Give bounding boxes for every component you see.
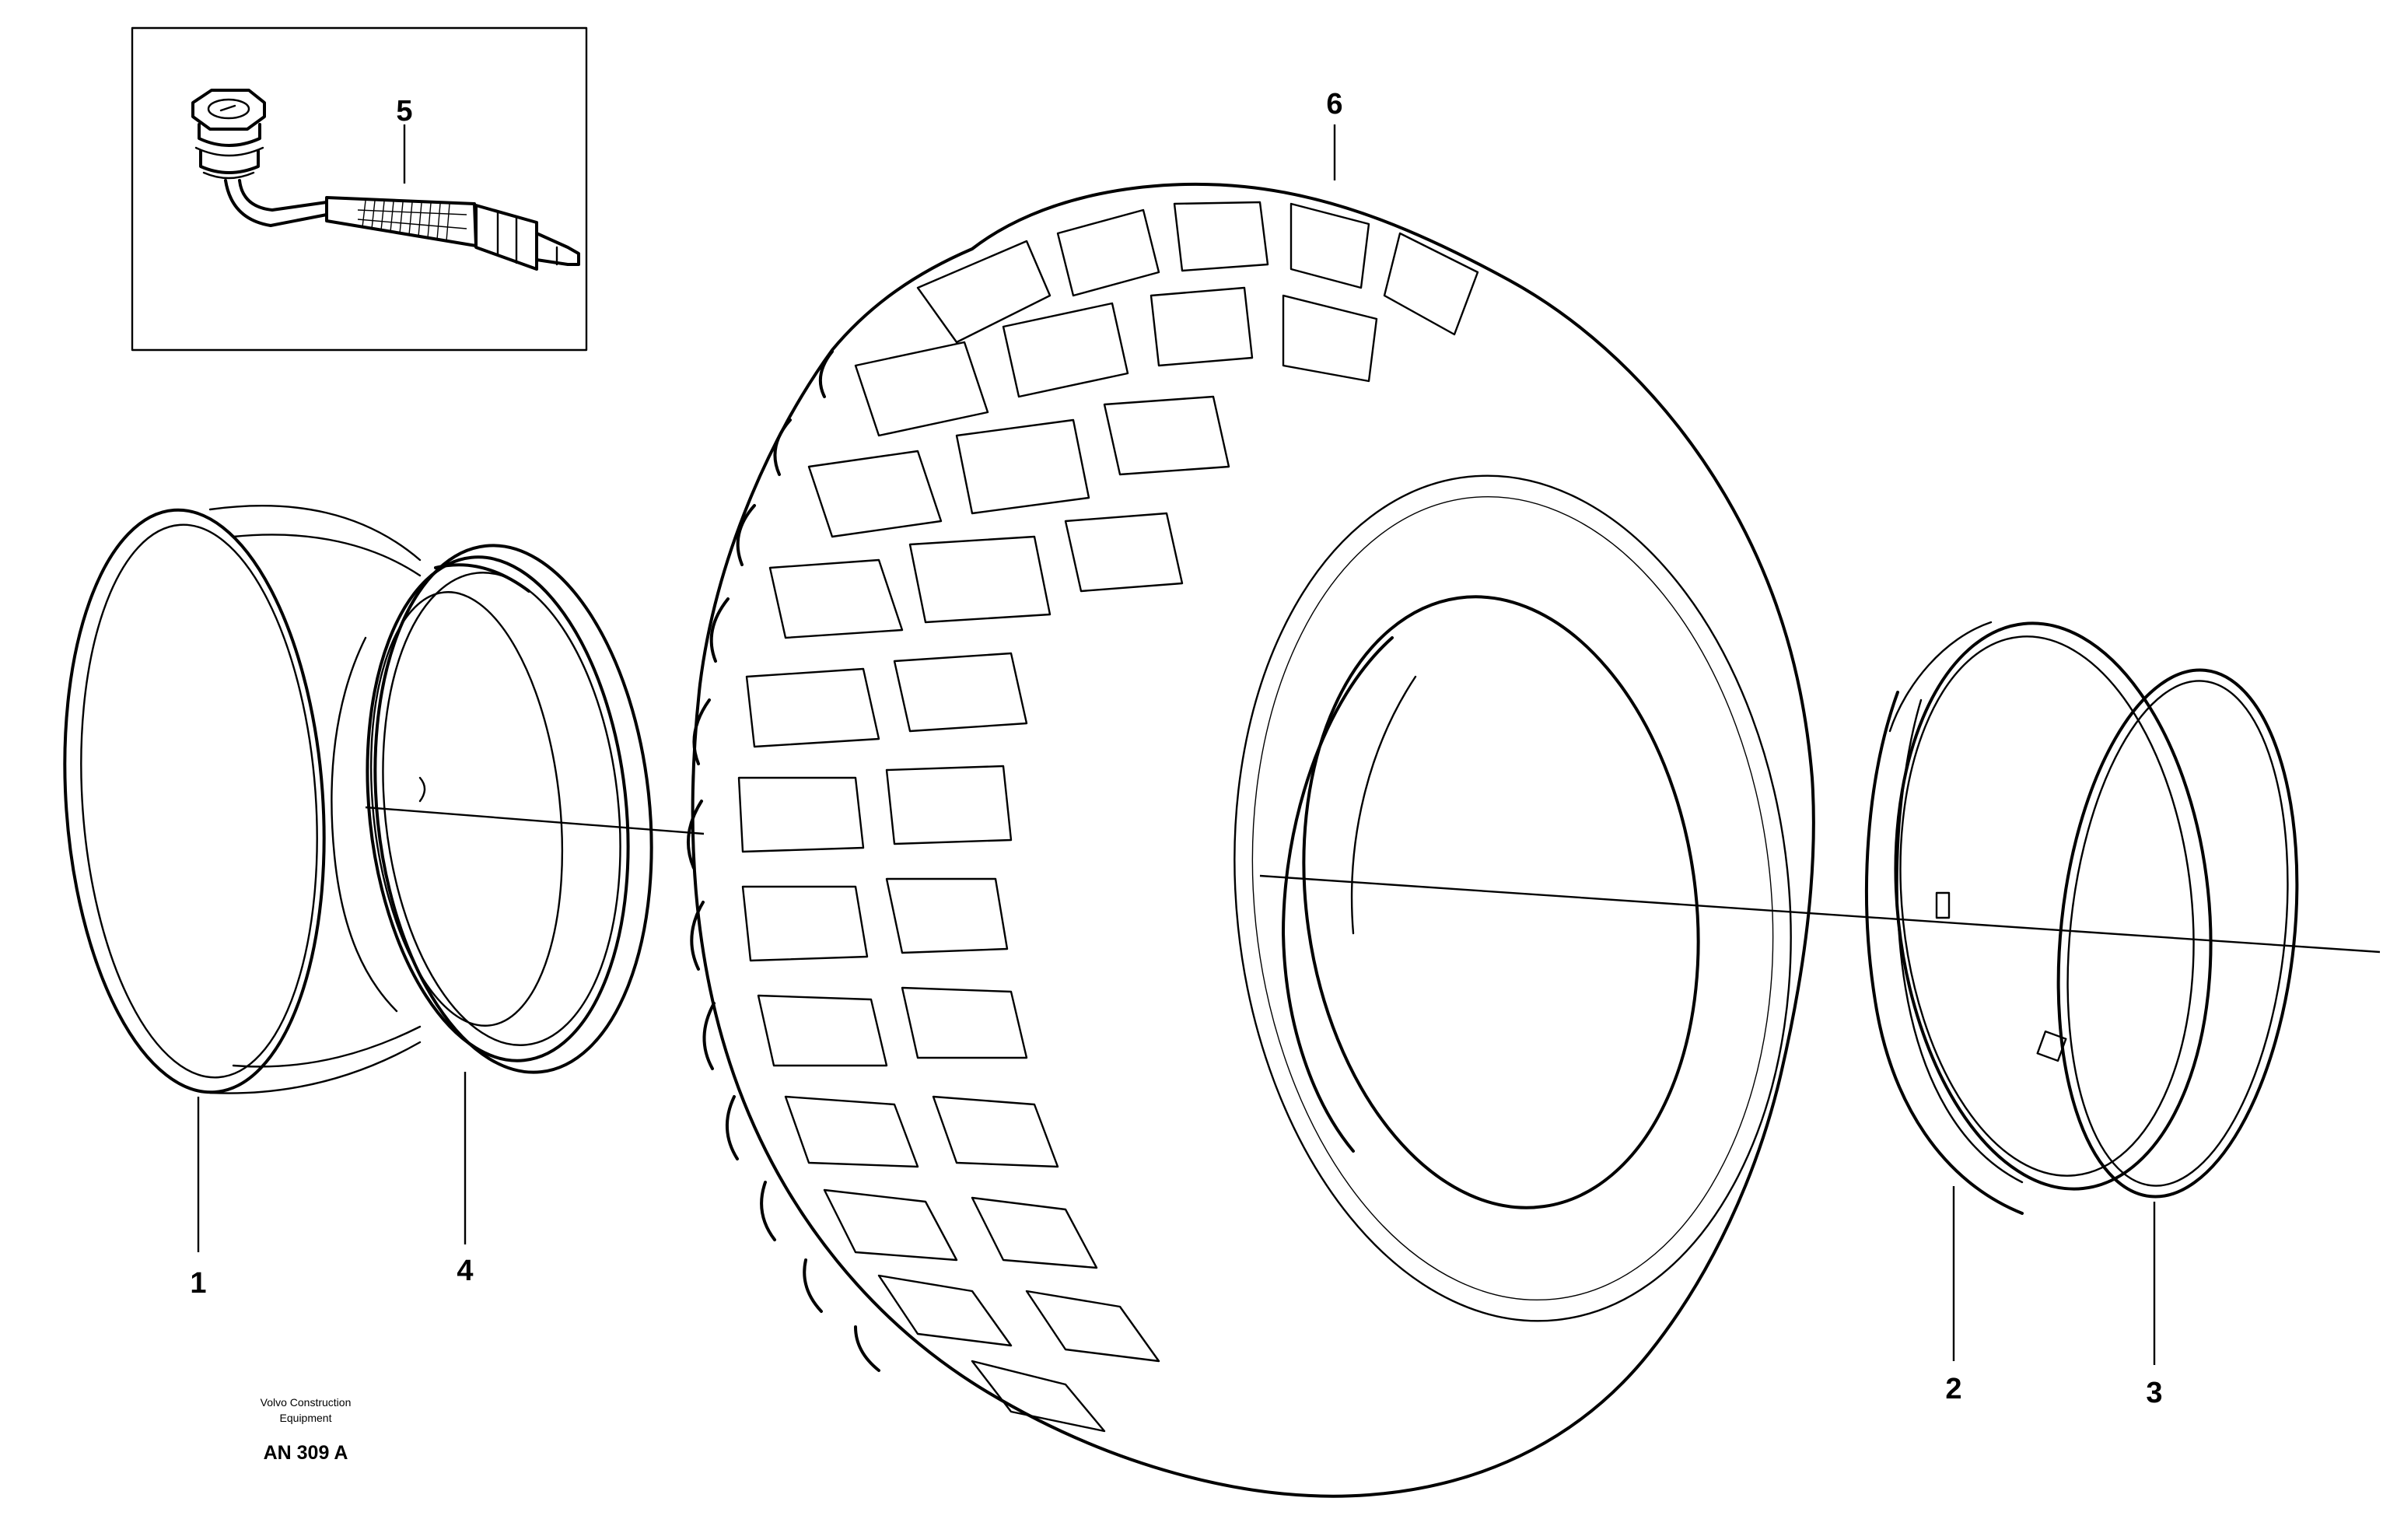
inset-frame <box>131 26 588 352</box>
part-label-1: 1 <box>190 1267 206 1300</box>
lock-ring-gap <box>2036 1030 2067 1062</box>
part-label-6: 6 <box>1326 88 1342 121</box>
manufacturer-line-2: Equipment <box>280 1412 332 1424</box>
axis-line-right <box>1259 874 2381 954</box>
drawing-code: AN 309 A <box>264 1442 348 1464</box>
part-label-5: 5 <box>396 95 412 128</box>
flange-notch <box>1935 891 1951 919</box>
part-label-4: 4 <box>457 1255 473 1287</box>
lock-ring-shape <box>2056 668 2299 1199</box>
manufacturer-line-1: Volvo Construction <box>261 1396 352 1409</box>
part-label-3: 3 <box>2146 1377 2162 1409</box>
o-ring-shape <box>373 544 653 1074</box>
rim-drawing <box>63 505 653 1094</box>
tyre-drawing <box>686 182 1815 1498</box>
flange-and-lock-ring <box>1865 621 2299 1215</box>
axis-line-left <box>365 806 705 835</box>
valve-drawing <box>191 89 580 271</box>
part-label-2: 2 <box>1945 1373 1961 1405</box>
valve-inset <box>131 26 588 352</box>
